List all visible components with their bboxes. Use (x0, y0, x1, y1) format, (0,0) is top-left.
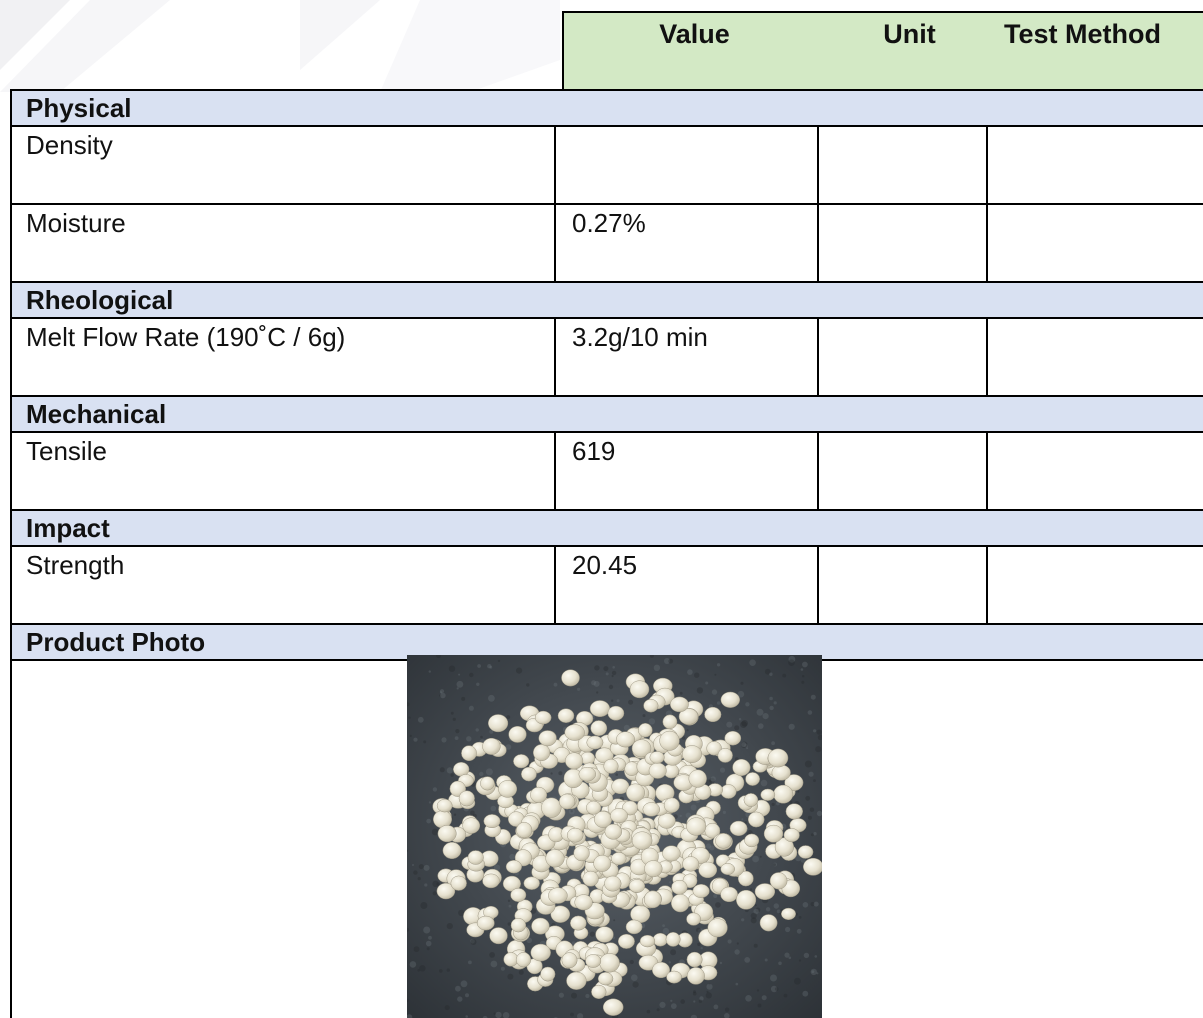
product-photo-cell (10, 655, 1203, 1018)
properties-table: Physical Density Moisture 0.27% Rheologi… (9, 89, 1203, 661)
property-value: 619 (554, 431, 819, 511)
property-test-method (985, 203, 1203, 283)
column-header-value: Value (562, 11, 827, 91)
section-title: Mechanical (9, 395, 1203, 433)
property-name: Density (10, 125, 556, 205)
section-title: Physical (9, 89, 1203, 127)
property-name: Strength (10, 545, 556, 625)
property-value: 0.27% (554, 203, 819, 283)
property-unit (817, 545, 988, 625)
product-photo (407, 655, 822, 1018)
property-test-method (985, 317, 1203, 397)
property-test-method (985, 431, 1203, 511)
property-name: Tensile (10, 431, 556, 511)
property-unit (817, 431, 988, 511)
section-title: Impact (9, 509, 1203, 547)
table-row: Density (10, 125, 1203, 205)
column-header-unit: Unit (825, 11, 996, 91)
column-header-test-method: Test Method (994, 11, 1203, 91)
property-unit (817, 125, 988, 205)
property-value: 20.45 (554, 545, 819, 625)
table-row: Melt Flow Rate (190˚C / 6g) 3.2g/10 min (10, 317, 1203, 397)
property-name: Moisture (10, 203, 556, 283)
section-header-mechanical: Mechanical (9, 395, 1203, 433)
table-row: Strength 20.45 (10, 545, 1203, 625)
section-header-impact: Impact (9, 509, 1203, 547)
section-header-product-photo: Product Photo (9, 623, 1203, 661)
property-test-method (985, 545, 1203, 625)
property-name: Melt Flow Rate (190˚C / 6g) (10, 317, 556, 397)
property-test-method (985, 125, 1203, 205)
property-value (554, 125, 819, 205)
table-row: Tensile 619 (10, 431, 1203, 511)
section-header-rheological: Rheological (9, 281, 1203, 319)
background-watermark (0, 0, 560, 92)
section-title: Rheological (9, 281, 1203, 319)
property-unit (817, 203, 988, 283)
table-row: Moisture 0.27% (10, 203, 1203, 283)
section-header-physical: Physical (9, 89, 1203, 127)
section-title: Product Photo (9, 623, 1203, 661)
property-unit (817, 317, 988, 397)
property-value: 3.2g/10 min (554, 317, 819, 397)
